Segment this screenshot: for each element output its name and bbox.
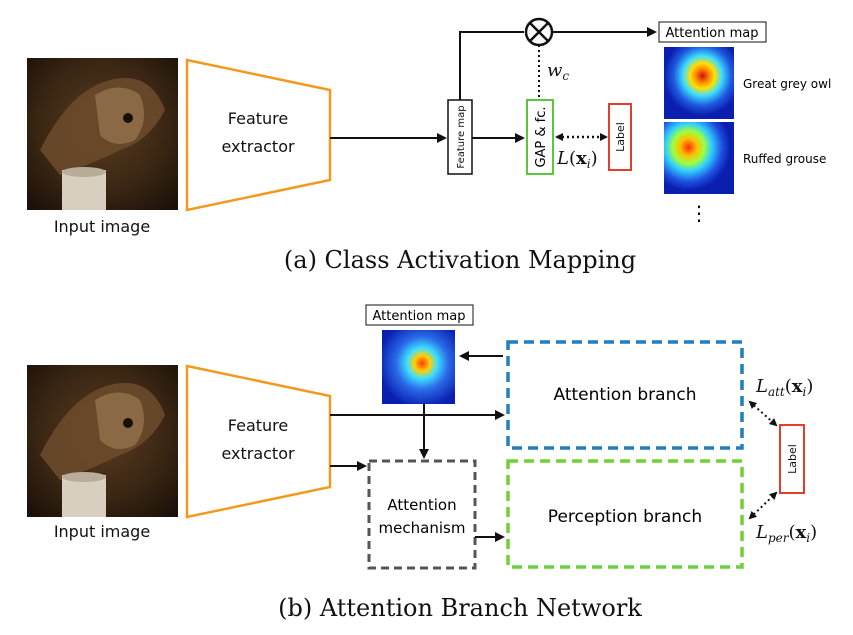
abn-attention-map-title: Attention map <box>372 309 465 324</box>
cam-heatmap-grouse <box>664 122 734 194</box>
abn-loss-per-label: Lper(xi) <box>755 522 817 545</box>
abn-attention-mechanism-line1: Attention <box>387 496 456 514</box>
cam-feature-extractor <box>185 58 332 212</box>
abn-feature-extractor-line2: extractor <box>221 444 295 463</box>
cam-class-owl: Great grey owl <box>743 77 831 91</box>
abn-attention-branch <box>506 340 744 450</box>
abn-attention-mechanism <box>367 459 477 570</box>
cam-heatmap-owl <box>664 47 734 119</box>
abn-input-image <box>27 365 178 517</box>
caption-b: (b) Attention Branch Network <box>278 594 642 622</box>
abn-label-text: Label <box>786 444 799 474</box>
abn-input-label: Input image <box>54 522 150 541</box>
abn-loss-per-arrow <box>748 491 778 520</box>
cam-skip-line <box>459 31 524 100</box>
abn-perception-branch-label: Perception branch <box>548 507 702 527</box>
abn-attention-branch-label: Attention branch <box>554 385 697 405</box>
cam-input-label: Input image <box>54 217 150 236</box>
cam-gap-fc-box <box>526 99 554 175</box>
abn-perception-branch <box>506 459 744 569</box>
cam-feature-map-label: Feature map <box>456 105 467 168</box>
abn-attention-map-title-box <box>365 304 474 326</box>
cam-attention-map-title-box <box>658 21 767 43</box>
caption-a: (a) Class Activation Mapping <box>284 246 636 274</box>
cam-attention-map-title: Attention map <box>665 26 758 41</box>
abn-attention-mechanism-line2: mechanism <box>379 519 466 537</box>
abn-feature-extractor <box>185 364 332 519</box>
multiply-icon <box>524 17 554 47</box>
cam-label-box <box>608 103 632 171</box>
cam-feature-extractor-line2: extractor <box>221 137 295 156</box>
abn-loss-att-label: Latt(xi) <box>755 376 813 399</box>
abn-heatmap <box>382 330 455 404</box>
cam-class-grouse: Ruffed grouse <box>743 152 826 166</box>
cam-loss-label: L(xi) <box>556 148 598 171</box>
abn-feature-extractor-line1: Feature <box>228 416 288 435</box>
cam-feature-extractor-line1: Feature <box>228 109 288 128</box>
cam-input-image <box>27 58 178 210</box>
cam-label-text: Label <box>614 122 627 152</box>
cam-feature-map-box <box>447 99 473 175</box>
cam-weight-label: wc <box>547 60 569 83</box>
abn-loss-att-arrow <box>748 400 778 427</box>
cam-ellipsis: ⋮ <box>689 201 709 225</box>
cam-gap-fc-label: GAP & fc. <box>534 106 549 167</box>
abn-label-box <box>779 424 805 494</box>
